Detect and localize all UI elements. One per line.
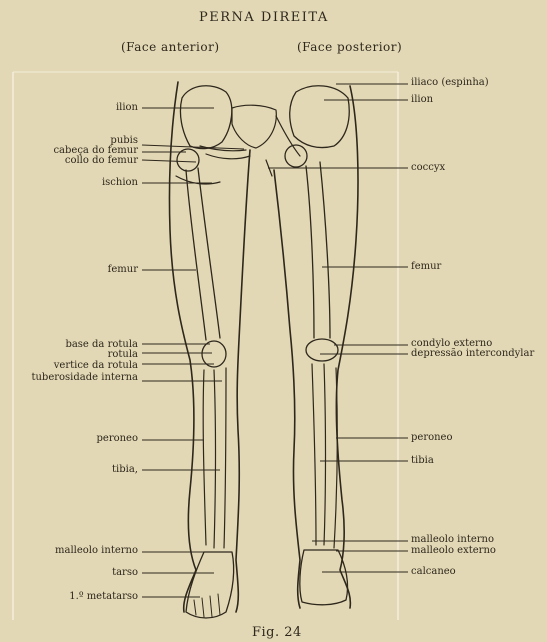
figure-caption: Fig. 24	[252, 626, 302, 639]
label-depressao-intercondylar: depressão intercondylar	[411, 349, 534, 359]
tibia-bone-right	[224, 368, 226, 548]
anterior-leg	[169, 82, 276, 618]
posterior-pelvis	[276, 116, 300, 156]
label-malleolo-externo: malleolo externo	[411, 546, 496, 556]
leader-collo-femur	[142, 160, 196, 162]
posterior-leg-outline-outer	[336, 86, 358, 608]
label-ilion-posterior: ilion	[411, 95, 433, 105]
label-iliaco-espinha: iliaco (espinha)	[411, 78, 489, 88]
fibula-bone	[203, 370, 206, 545]
label-peroneo-anterior: peroneo	[97, 434, 139, 444]
anterior-leader-lines	[142, 108, 244, 597]
label-malleolo-interno-anterior: malleolo interno	[55, 546, 138, 556]
label-tibia-anterior: tibia,	[112, 465, 138, 475]
tibia-bone-left	[214, 370, 216, 548]
posterior-femoral-head	[285, 145, 307, 167]
posterior-tibia-left	[312, 364, 316, 545]
sacrum-bone	[232, 105, 276, 148]
posterior-foot	[300, 550, 348, 605]
label-peroneo-posterior: peroneo	[411, 433, 453, 443]
posterior-leg-outline-inner	[274, 170, 300, 608]
posterior-tibia-right	[324, 364, 326, 545]
posterior-leader-lines	[268, 84, 408, 572]
posterior-condyles	[306, 339, 338, 361]
posterior-fibula	[334, 368, 337, 548]
figure-title: PERNA DIREITA	[199, 11, 329, 24]
anterior-view-label: (Face anterior)	[121, 41, 220, 53]
label-tuberosidade-interna: tuberosidade interna	[31, 373, 138, 383]
label-tibia-posterior: tibia	[411, 456, 434, 466]
label-ischion: ischion	[102, 178, 138, 188]
label-primeiro-metatarso: 1.º metatarso	[69, 592, 138, 602]
anterior-leg-outline-inner	[236, 150, 250, 612]
label-malleolo-interno-posterior: malleolo interno	[411, 535, 494, 545]
posterior-view-label: (Face posterior)	[297, 41, 402, 53]
label-vertice-rotula: vertice da rotula	[54, 361, 138, 371]
posterior-femur-left	[306, 166, 314, 338]
label-coccyx: coccyx	[411, 163, 445, 173]
label-calcaneo: calcaneo	[411, 567, 456, 577]
label-tarso: tarso	[112, 568, 138, 578]
label-collo-femur: collo do femur	[65, 156, 138, 166]
label-rotula: rotula	[108, 350, 138, 360]
patella	[202, 341, 226, 367]
posterior-ilion-bone	[290, 86, 350, 148]
label-femur-anterior: femur	[108, 265, 138, 275]
posterior-leg	[266, 86, 358, 608]
posterior-femur-right	[320, 162, 330, 338]
ilion-bone	[180, 86, 231, 149]
leader-pubis	[142, 145, 244, 149]
label-femur-posterior: femur	[411, 262, 441, 272]
femur-shaft-left	[186, 170, 206, 340]
label-ilion: ilion	[116, 103, 138, 113]
femur-shaft-right	[198, 168, 220, 338]
